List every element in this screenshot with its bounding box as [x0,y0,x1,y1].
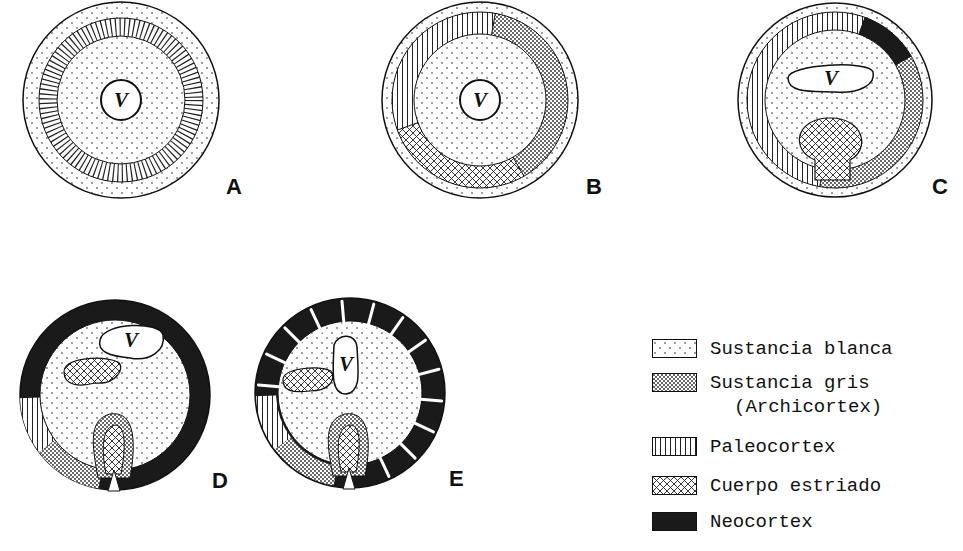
ventricle-letter: V [114,90,128,111]
ventricle-letter: V [124,330,138,351]
ventricle-letter: V [473,90,487,111]
ventricle-letter: V [339,354,353,375]
legend-pattern [653,438,696,455]
legend-swatch [652,437,697,456]
legend-pattern [653,477,696,494]
legend-swatch [652,476,697,495]
legend-swatch [652,512,697,531]
section-a [23,2,219,198]
legend-swatch [652,373,697,392]
legend-pattern [653,340,696,357]
legend-pattern [653,374,696,391]
legend-text: Paleocortex [710,435,835,459]
legend-text: Sustancia blanca [710,337,892,361]
section-b [382,2,578,198]
legend-text: Cuerpo estriado [710,474,881,498]
legend-swatch [652,339,697,358]
legend-text: Sustancia gris (Archicortex) [710,371,934,419]
figure-letter: D [212,470,228,492]
section-d [20,300,210,491]
figure-letter: A [226,176,242,198]
figure-letter: C [932,176,948,198]
section-e [255,298,445,489]
figure-letter: B [586,176,602,198]
ventricle-letter: V [824,68,838,89]
figure-letter: E [449,468,464,490]
section-c [738,3,932,197]
legend-text: Neocortex [710,510,813,534]
